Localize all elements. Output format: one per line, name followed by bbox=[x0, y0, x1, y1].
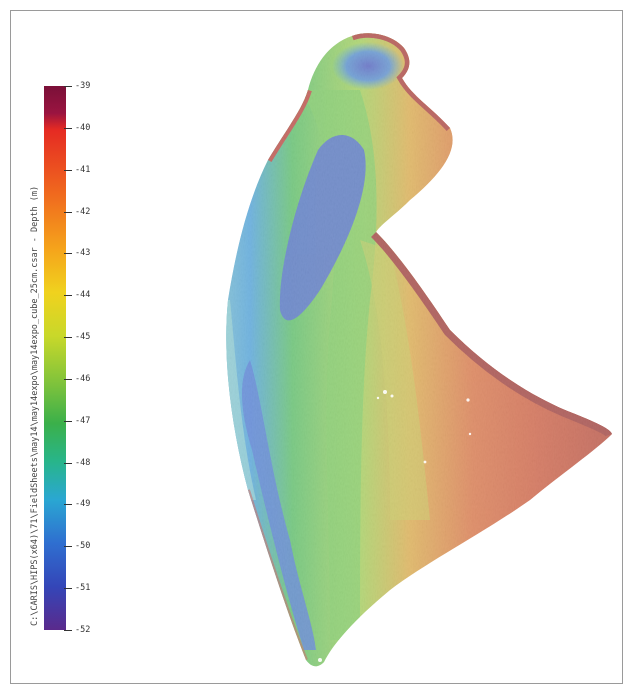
colorbar-tick-label: -45 bbox=[75, 332, 91, 343]
colorbar-tick-label: -40 bbox=[75, 122, 91, 133]
colorbar-tick bbox=[64, 462, 72, 464]
colorbar-tick-label: -47 bbox=[75, 415, 91, 426]
colorbar-tick-label: -51 bbox=[75, 583, 91, 594]
colorbar-tick-label: -42 bbox=[75, 206, 91, 217]
colorbar-tick-label: -46 bbox=[75, 373, 91, 384]
colorbar-tick bbox=[64, 211, 72, 213]
colorbar-tick bbox=[64, 86, 72, 87]
colorbar-tick-label: -50 bbox=[75, 541, 91, 552]
colorbar-tick bbox=[64, 337, 72, 339]
colorbar-tick bbox=[64, 546, 72, 548]
colorbar-tick bbox=[64, 169, 72, 171]
colorbar-tick bbox=[64, 420, 72, 422]
colorbar-tick-label: -49 bbox=[75, 499, 91, 510]
colorbar-tick bbox=[64, 504, 72, 506]
colorbar-tick-label: -43 bbox=[75, 248, 91, 259]
colorbar-tick bbox=[64, 253, 72, 255]
colorbar-tick-label: -48 bbox=[75, 457, 91, 468]
depth-colorbar bbox=[44, 86, 66, 630]
colorbar-tick bbox=[64, 127, 72, 129]
colorbar-tick-label: -39 bbox=[75, 81, 91, 91]
colorbar-tick bbox=[64, 630, 72, 631]
colorbar-tick-label: -52 bbox=[75, 625, 91, 635]
colorbar-tick bbox=[64, 295, 72, 297]
colorbar-tick bbox=[64, 588, 72, 590]
colorbar-tick bbox=[64, 378, 72, 380]
colorbar-tick-label: -44 bbox=[75, 290, 91, 301]
colorbar-tick-label: -41 bbox=[75, 164, 91, 175]
